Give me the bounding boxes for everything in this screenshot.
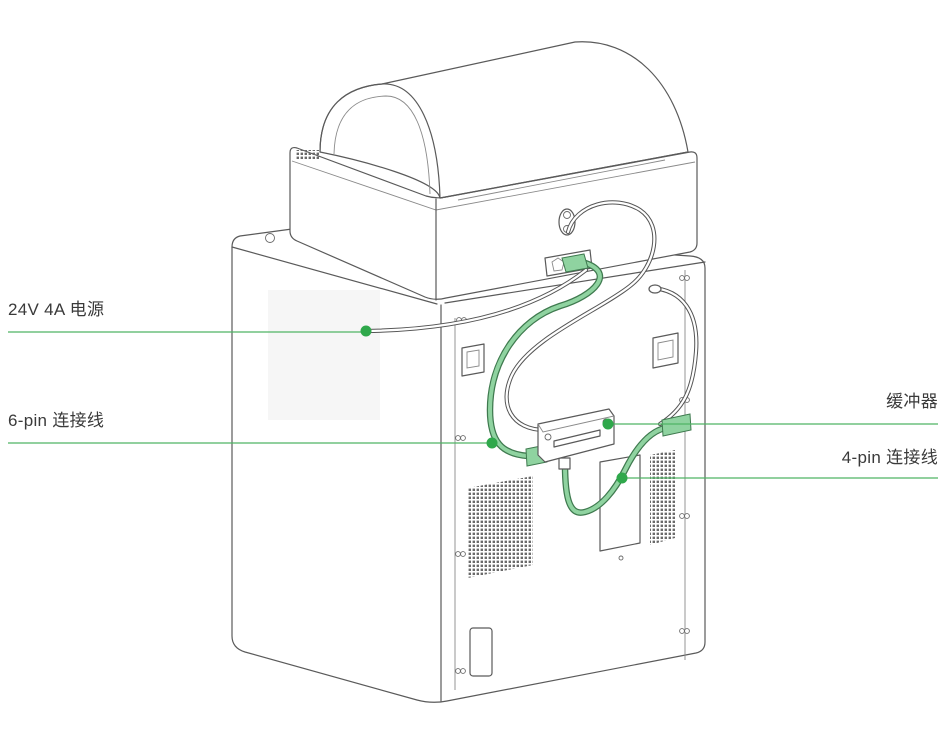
upper-box bbox=[289, 146, 698, 301]
screw bbox=[679, 513, 685, 519]
dome-ledge bbox=[457, 159, 666, 201]
buffer-screw bbox=[544, 433, 552, 441]
port-right-inner bbox=[657, 339, 674, 361]
four-pin-plug bbox=[661, 413, 692, 437]
access-panel bbox=[599, 454, 641, 552]
callout-dot-four-pin bbox=[616, 472, 628, 484]
buffer-right-tube-inner bbox=[650, 286, 698, 426]
tube-coupler bbox=[648, 284, 662, 294]
vent-left bbox=[468, 476, 533, 578]
screw bbox=[679, 628, 685, 634]
ptfe-tube-inner bbox=[505, 201, 656, 432]
screw bbox=[684, 275, 690, 281]
tube-inlet-hole-top bbox=[563, 211, 571, 219]
buffer-connector bbox=[558, 457, 571, 470]
access-panel-hole bbox=[618, 555, 624, 561]
dome-inner-arch bbox=[333, 95, 431, 195]
port-right bbox=[652, 332, 679, 369]
screw bbox=[455, 668, 461, 674]
screw bbox=[460, 551, 466, 557]
lower-body bbox=[231, 228, 706, 703]
top-hole bbox=[265, 233, 275, 243]
buffer-top-edge bbox=[537, 415, 615, 433]
screw bbox=[455, 435, 461, 441]
screw bbox=[455, 551, 461, 557]
callout-label-power: 24V 4A 电源 bbox=[8, 300, 105, 319]
screw bbox=[460, 435, 466, 441]
callout-label-buffer: 缓冲器 bbox=[886, 392, 938, 411]
bottom-panel bbox=[469, 627, 493, 677]
lower-body-top-left-edge bbox=[231, 246, 438, 305]
callouts bbox=[8, 325, 938, 484]
upper-box-outline bbox=[289, 146, 698, 300]
vent-right bbox=[650, 450, 675, 545]
screw bbox=[684, 513, 690, 519]
back-panel-details bbox=[455, 275, 690, 677]
dome-lid bbox=[319, 41, 689, 201]
dome-base-edge bbox=[439, 151, 689, 199]
power-plug bbox=[561, 253, 589, 273]
upper-box-vent bbox=[295, 150, 319, 159]
callout-dot-buffer bbox=[602, 418, 614, 430]
side-panel-shade bbox=[268, 290, 380, 420]
power-cable-inner bbox=[364, 268, 588, 333]
screw bbox=[679, 275, 685, 281]
buffer-slot bbox=[553, 429, 601, 448]
four-pin-cable-inner bbox=[563, 426, 667, 515]
power-port-symbol bbox=[551, 257, 565, 272]
screw bbox=[684, 628, 690, 634]
lower-body-top-right-edge bbox=[444, 261, 706, 304]
callout-label-four-pin: 4-pin 连接线 bbox=[841, 448, 938, 467]
port-left-inner bbox=[466, 349, 480, 369]
callout-label-six-pin: 6-pin 连接线 bbox=[8, 411, 105, 430]
screw bbox=[460, 668, 466, 674]
dome-front-arch bbox=[319, 83, 441, 199]
port-left bbox=[461, 343, 485, 377]
callout-dot-six-pin bbox=[486, 437, 498, 449]
callout-dot-power bbox=[360, 325, 372, 337]
